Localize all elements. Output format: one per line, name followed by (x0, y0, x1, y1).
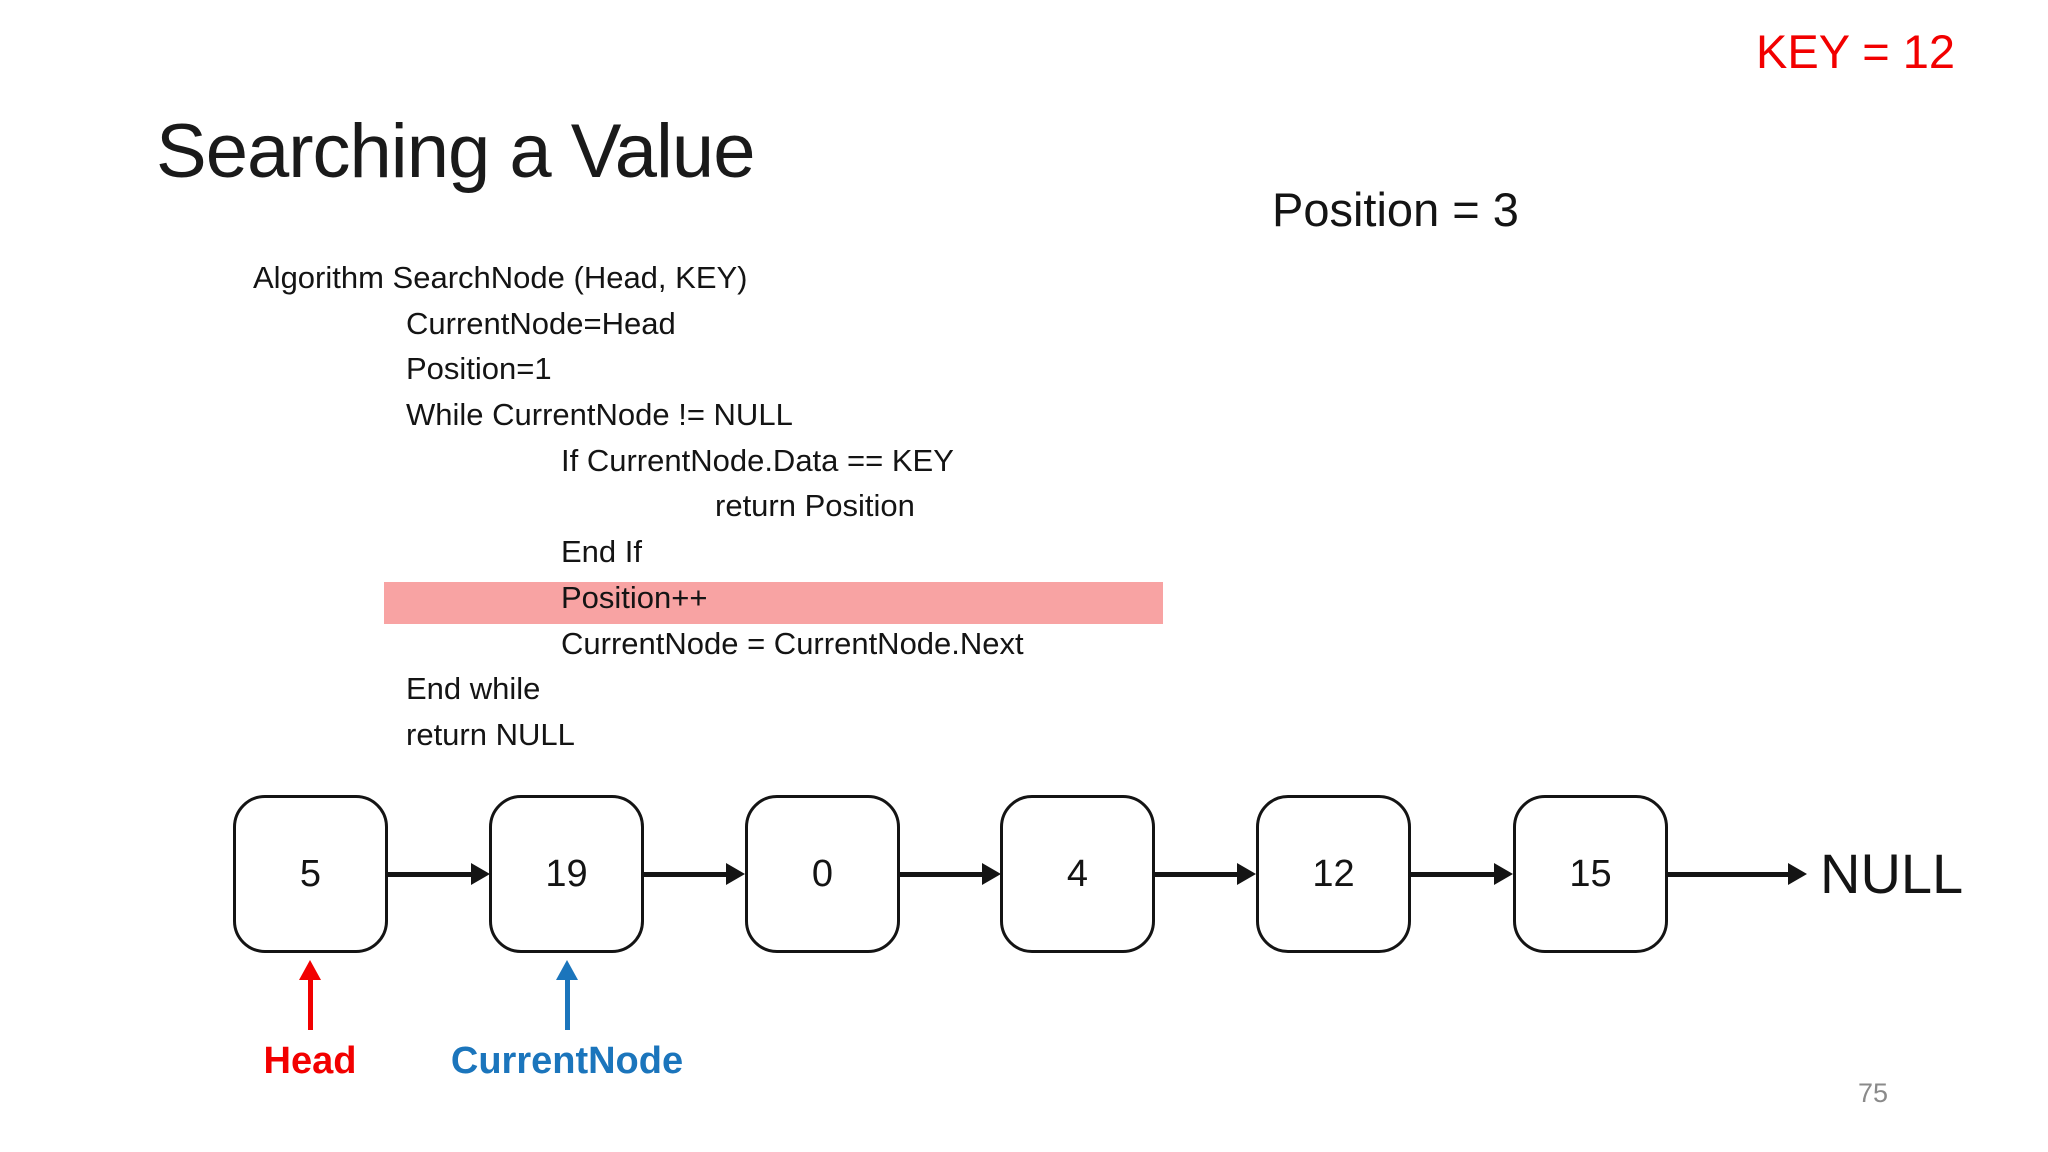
code-line-highlighted: Position++ (561, 579, 708, 615)
head-arrow-icon (299, 960, 321, 980)
list-node: 15 (1513, 795, 1668, 953)
next-arrow-icon (898, 862, 1001, 886)
next-arrow-icon (387, 862, 490, 886)
code-line: Position=1 (406, 351, 552, 387)
slide-title: Searching a Value (156, 109, 755, 194)
code-line: return NULL (406, 716, 575, 752)
head-arrow-shaft (307, 980, 313, 1030)
currentnode-pointer: CurrentNode (447, 960, 687, 1083)
key-value-label: KEY = 12 (1756, 25, 1956, 78)
next-arrow-icon (1155, 862, 1256, 886)
next-arrow-icon (644, 862, 745, 886)
code-line: Algorithm SearchNode (Head, KEY) (253, 260, 748, 295)
code-line: return Position (715, 488, 915, 524)
code-line: End If (561, 534, 642, 570)
list-node: 5 (233, 795, 388, 953)
currentnode-arrow-icon (556, 960, 578, 980)
head-label: Head (263, 1040, 357, 1082)
code-line: While CurrentNode != NULL (406, 397, 793, 433)
list-node: 4 (1000, 795, 1155, 953)
head-pointer: Head (190, 960, 430, 1083)
next-arrow-icon (1668, 862, 1807, 886)
code-line: CurrentNode = CurrentNode.Next (561, 625, 1024, 661)
position-value-label: Position = 3 (1272, 183, 1519, 236)
node-value: 5 (299, 852, 322, 895)
code-line: If CurrentNode.Data == KEY (561, 442, 954, 478)
code-line: CurrentNode=Head (406, 305, 676, 341)
node-value: 0 (811, 852, 834, 895)
list-node: 19 (489, 795, 644, 953)
page-number: 75 (1858, 1078, 1889, 1108)
next-arrow-icon (1410, 862, 1513, 886)
node-value: 4 (1066, 852, 1089, 895)
pseudocode-block: Algorithm SearchNode (Head, KEY) Current… (253, 255, 1024, 758)
code-line: End while (406, 671, 541, 707)
highlight-bar (384, 582, 1163, 624)
currentnode-label: CurrentNode (450, 1040, 684, 1082)
null-label: NULL (1820, 842, 1964, 905)
node-value: 15 (1569, 852, 1612, 895)
list-node: 0 (745, 795, 900, 953)
currentnode-arrow-shaft (564, 980, 570, 1030)
node-value: 12 (1312, 852, 1355, 895)
node-value: 19 (545, 852, 588, 895)
list-node: 12 (1256, 795, 1411, 953)
